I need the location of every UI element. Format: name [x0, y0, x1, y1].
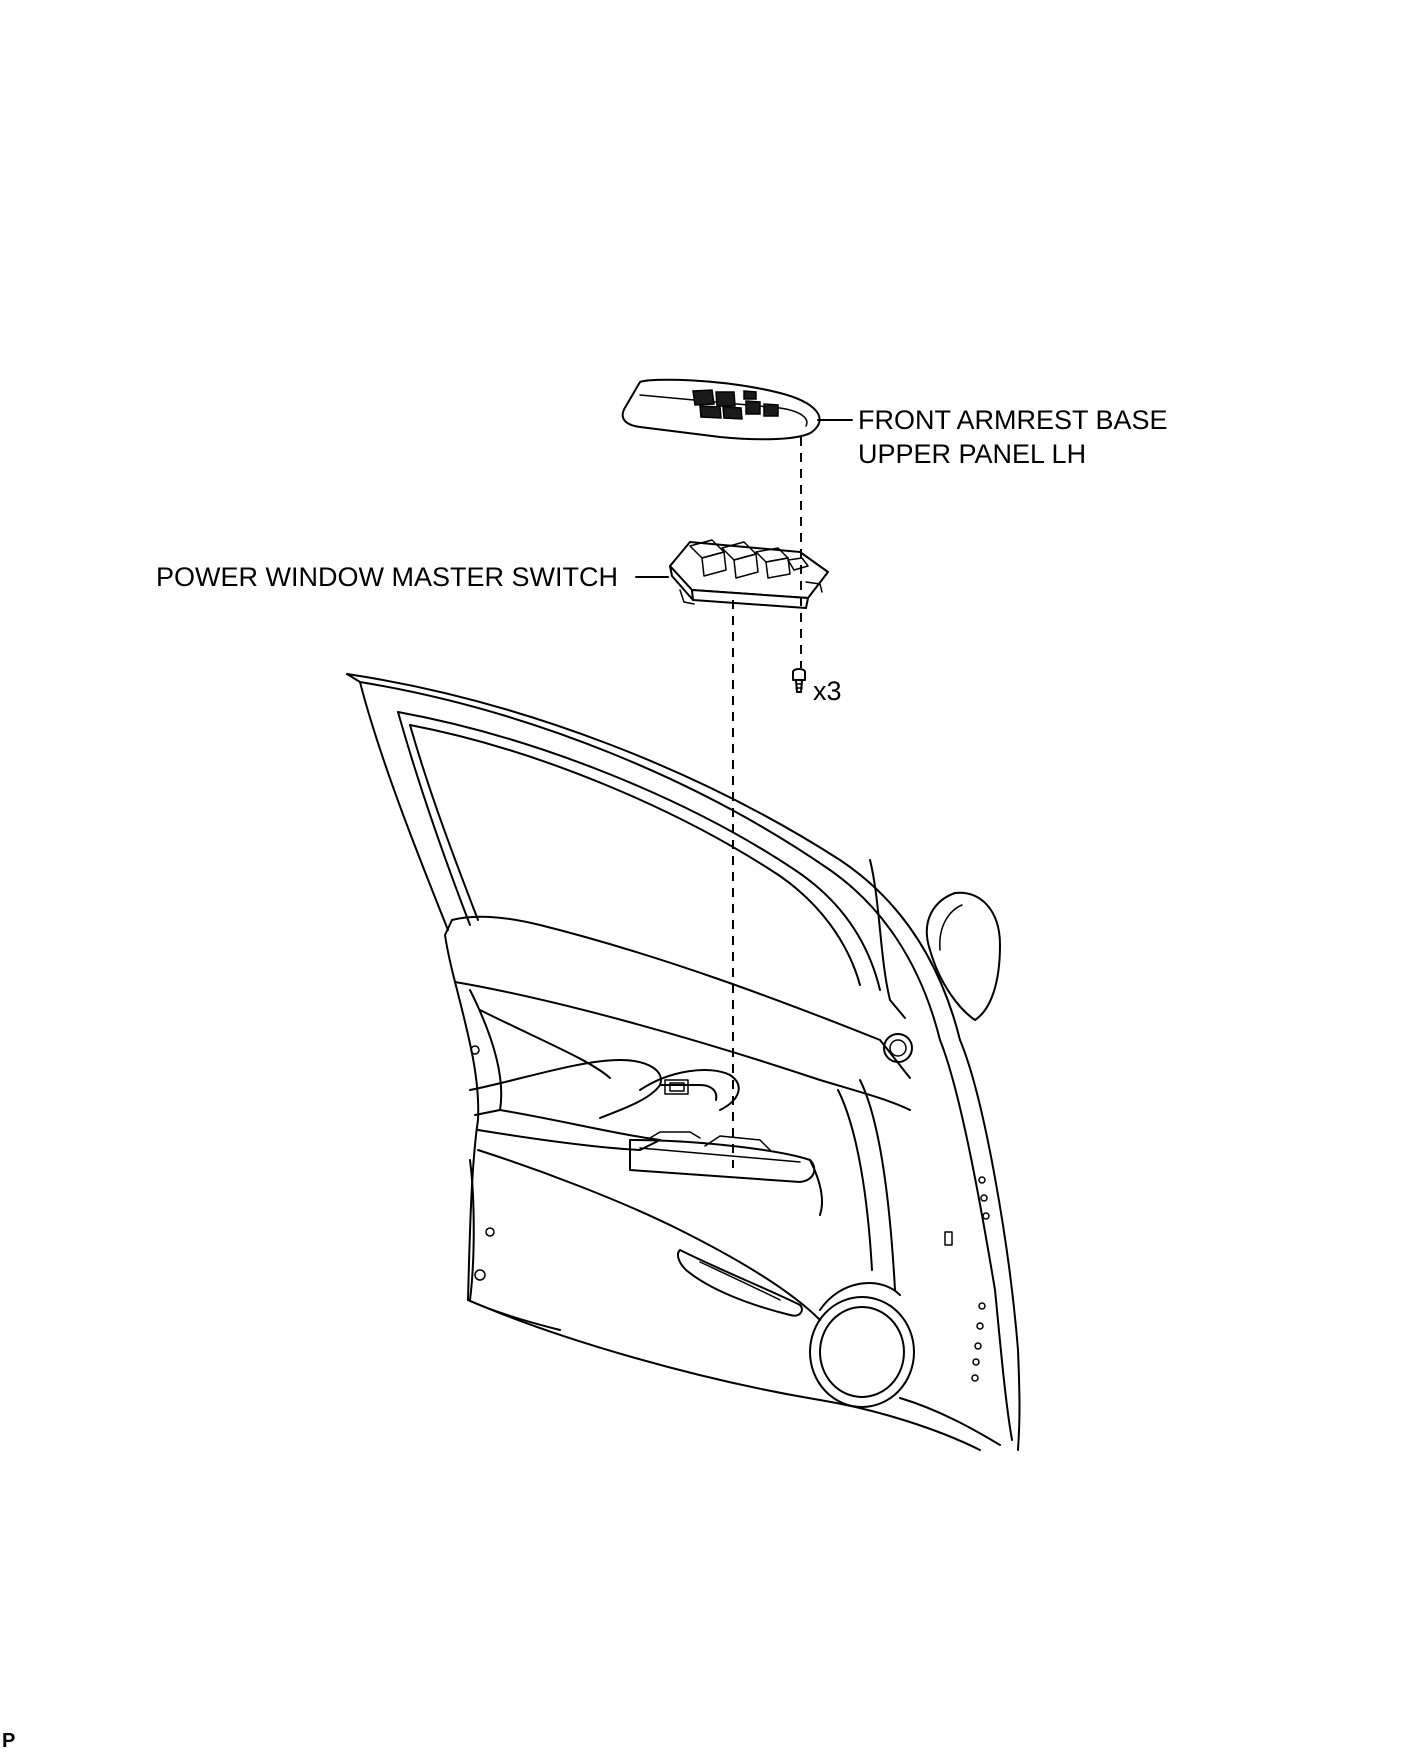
power-window-switch-label: POWER WINDOW MASTER SWITCH	[156, 562, 618, 592]
armrest-label-line1: FRONT ARMREST BASE	[858, 405, 1168, 435]
power-window-master-switch	[669, 539, 829, 609]
screw-quantity-label: x3	[813, 676, 842, 706]
armrest-switch-buttons	[692, 389, 779, 420]
front-door-assembly	[346, 673, 1021, 1451]
switch-buttons	[689, 539, 809, 579]
door-edge-holes	[470, 1045, 990, 1382]
armrest-label-line2: UPPER PANEL LH	[858, 439, 1087, 469]
corner-mark: P	[2, 1730, 16, 1752]
screw	[792, 668, 806, 693]
armrest-upper-panel	[621, 378, 821, 441]
